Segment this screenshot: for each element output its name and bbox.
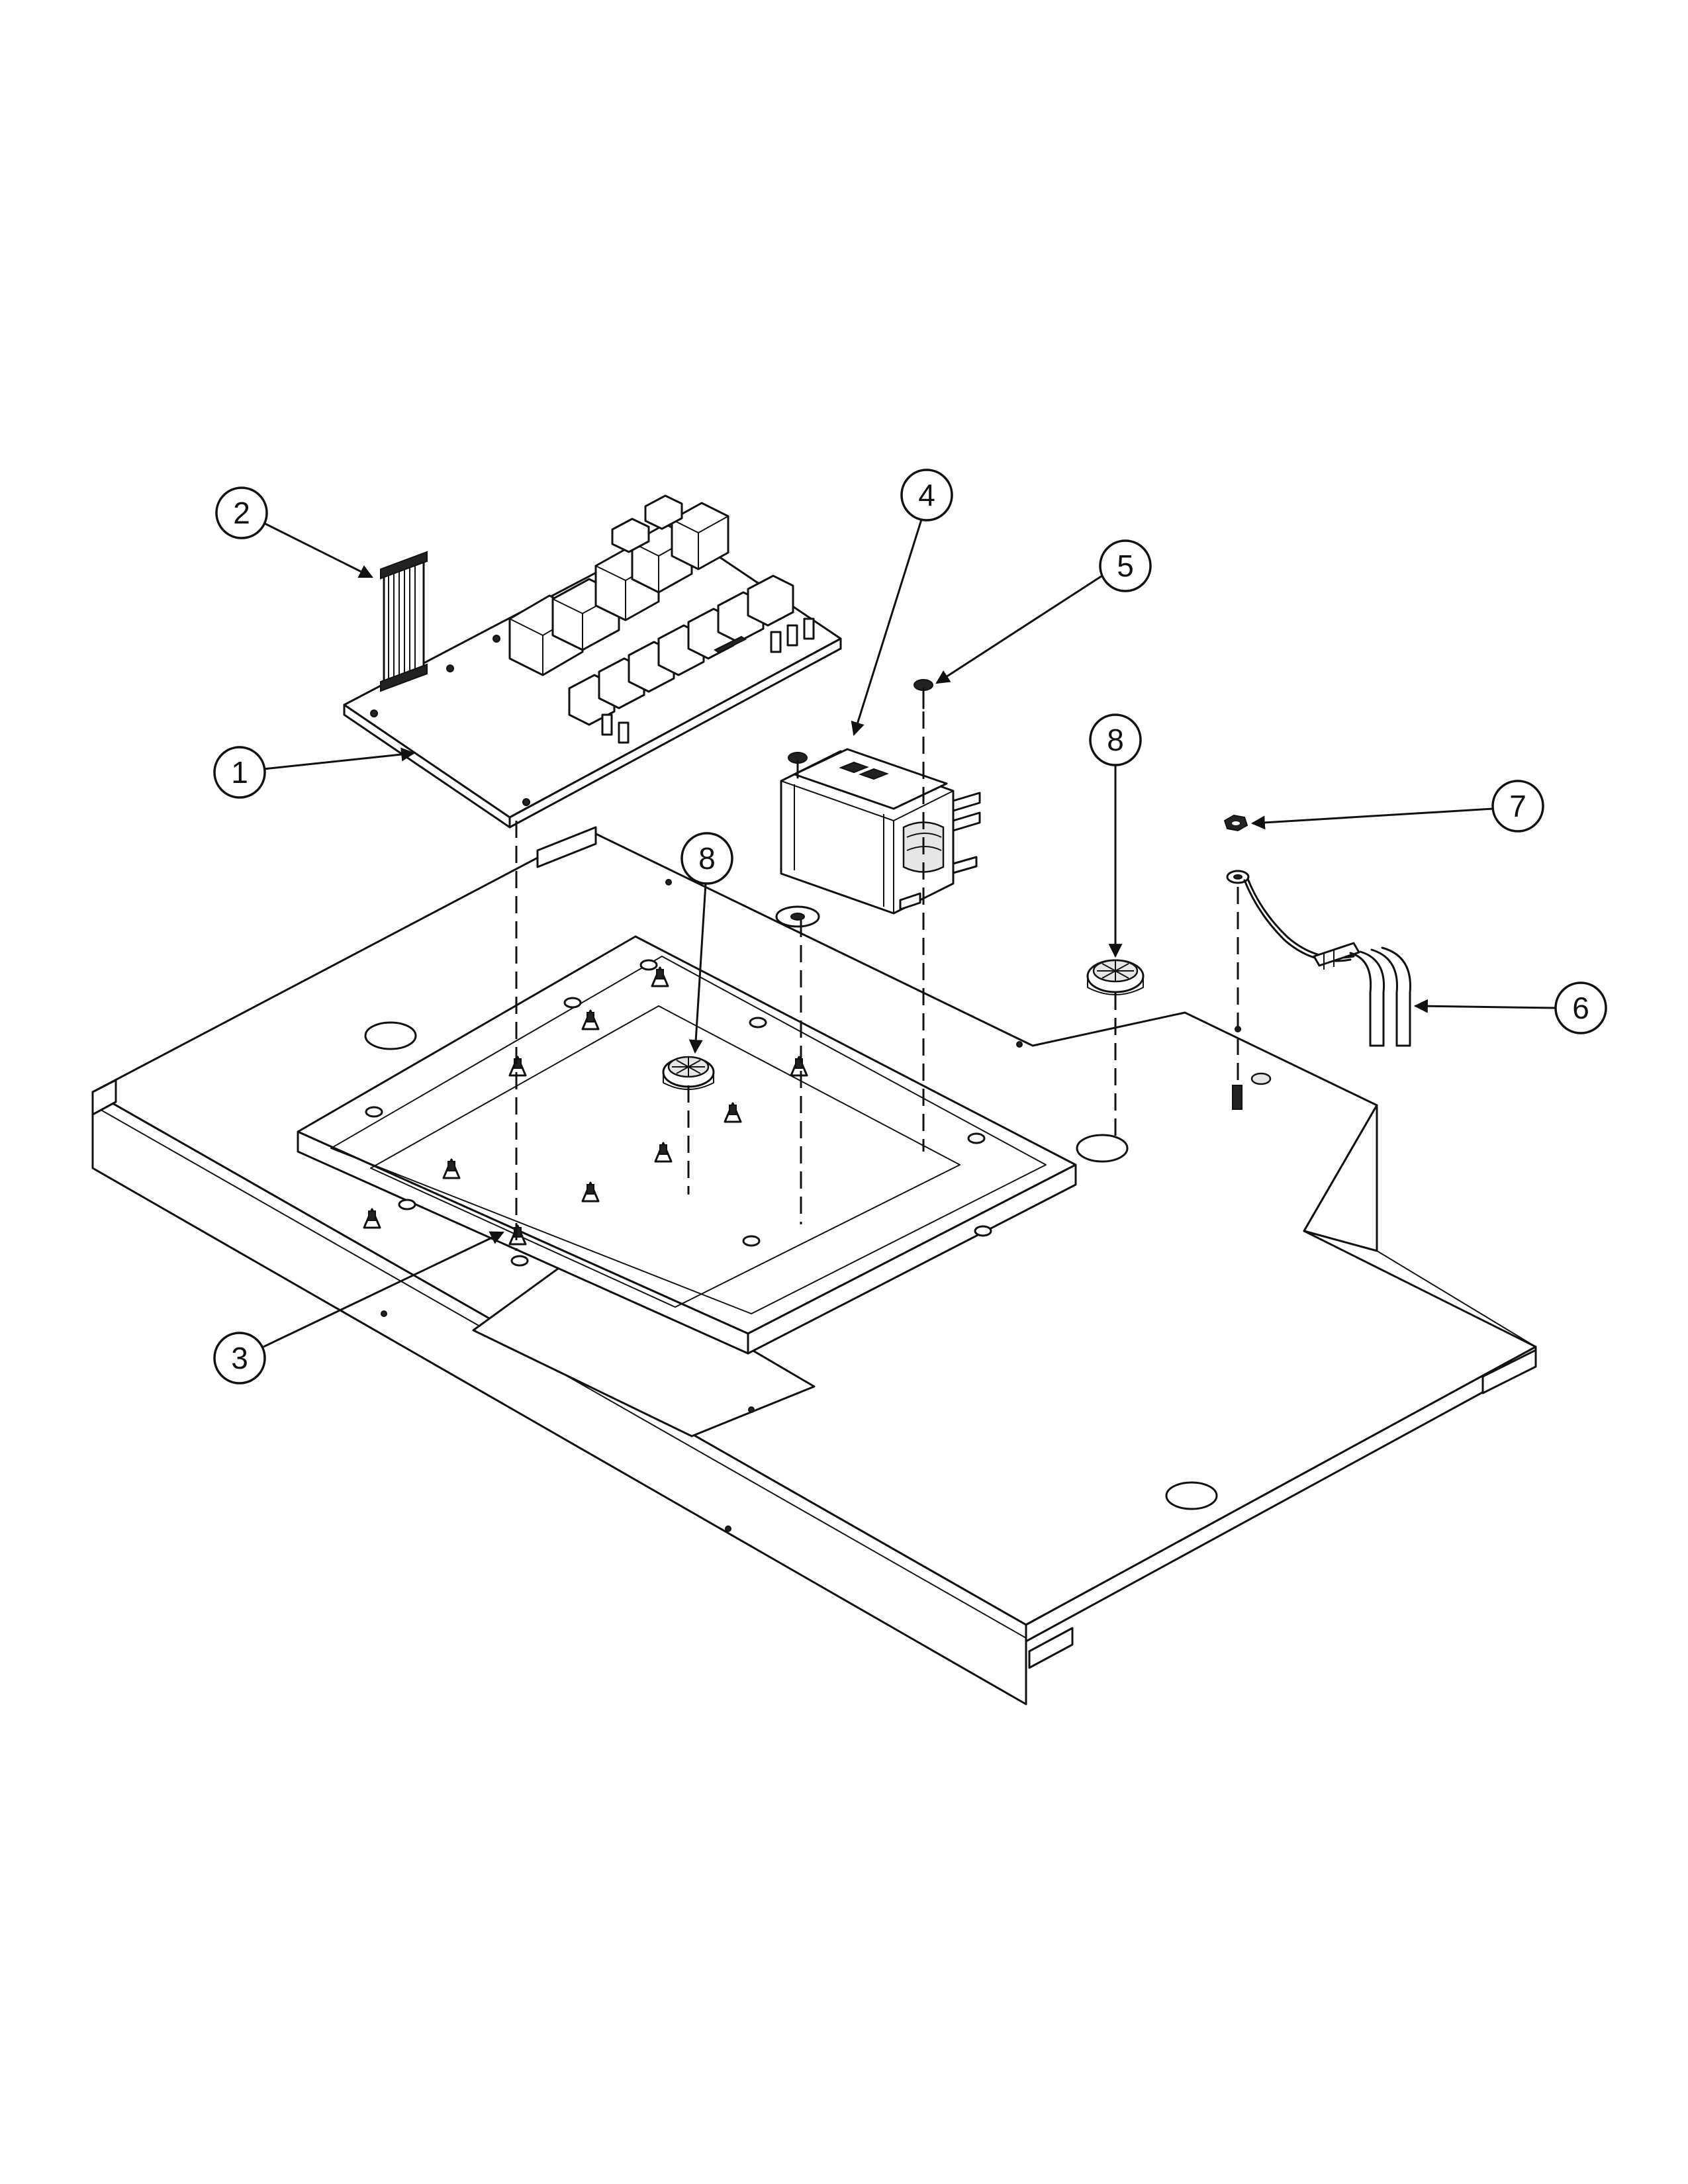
callout-5-label: 5 [1117, 549, 1134, 583]
callout-2-label: 2 [233, 496, 250, 530]
callout-2: 2 [215, 486, 268, 539]
wire-harness [1226, 870, 1411, 1047]
callout-8-left: 8 [680, 832, 733, 885]
screw-left [788, 752, 808, 779]
callout-7: 7 [1491, 780, 1544, 833]
standoff [581, 1181, 600, 1203]
callout-4: 4 [900, 469, 953, 522]
pcb-components [508, 494, 815, 744]
callout-1-label: 1 [231, 755, 248, 790]
screw-right [914, 679, 933, 709]
callout-7-label: 7 [1509, 789, 1526, 823]
pcb-board [343, 494, 842, 829]
pcb-standoffs [363, 966, 808, 1246]
standoff [508, 1224, 527, 1246]
callout-3-label: 3 [231, 1341, 248, 1375]
callout-5: 5 [1099, 539, 1152, 592]
callout-4-label: 4 [918, 478, 935, 512]
transformer [775, 748, 981, 928]
standoff [651, 966, 669, 987]
callout-8-right: 8 [1089, 713, 1142, 766]
standoff [724, 1102, 742, 1123]
standoff [790, 1056, 808, 1077]
standoff [581, 1009, 600, 1030]
standoff [363, 1208, 381, 1229]
callout-6-label: 6 [1572, 991, 1589, 1025]
standoff [442, 1158, 461, 1179]
standoff [654, 1142, 673, 1163]
standoff [508, 1056, 527, 1077]
ribbon-cable [380, 551, 428, 692]
callout-3: 3 [213, 1332, 266, 1385]
callout-8-right-label: 8 [1107, 723, 1124, 757]
leader-lines [263, 519, 1556, 1348]
callout-6: 6 [1554, 981, 1607, 1034]
callout-1: 1 [213, 746, 266, 799]
grommet-right [1086, 959, 1145, 995]
callout-8-left-label: 8 [698, 841, 716, 876]
hex-nut [1223, 814, 1248, 832]
assembly-lines [515, 711, 1239, 1251]
